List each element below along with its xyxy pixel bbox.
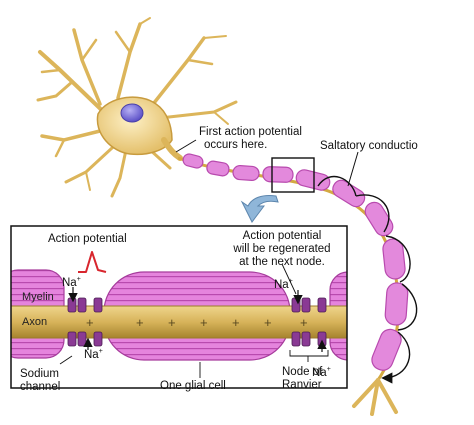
inset-frame	[10, 225, 348, 389]
neuron-nucleus	[120, 103, 144, 123]
svg-text:+: +	[86, 315, 94, 330]
myelin-label: Myelin	[22, 291, 54, 303]
glial-cell-label: One glial cell	[160, 380, 226, 392]
svg-text:+: +	[168, 315, 176, 330]
regen-label-line2: will be regenerated	[233, 243, 331, 255]
na-ion-label-left-bottom: Na+	[84, 348, 103, 361]
svg-text:+: +	[136, 315, 144, 330]
svg-text:+: +	[200, 315, 208, 330]
svg-text:+: +	[264, 315, 272, 330]
axon-terminal	[352, 378, 398, 416]
na-ion-label-right-top: Na+	[274, 278, 293, 291]
svg-text:+: +	[232, 315, 240, 330]
saltatory-label: Saltatory conductio	[320, 140, 418, 152]
na-ion-label-right-bottom: Na+	[312, 366, 331, 379]
node-of-ranvier-label-line2: Ranvier	[282, 379, 322, 391]
svg-text:+: +	[300, 315, 308, 330]
saltatory-arcs	[317, 175, 418, 384]
inset-content: + + + + + + +	[11, 269, 347, 361]
inset-axon	[11, 306, 347, 338]
zoom-region-box	[271, 157, 315, 193]
neuron-dendrites	[36, 17, 238, 198]
neuron-cell-body	[96, 96, 173, 156]
first-ap-leader	[175, 139, 197, 153]
sodium-channel-label-line2: channel	[20, 381, 61, 393]
sodium-channel-label-line1: Sodium	[20, 368, 59, 380]
regen-label-line3: at the next node.	[239, 256, 325, 268]
inset-leaders	[59, 263, 329, 378]
inset-plus-signs: + + + + + + +	[86, 315, 308, 330]
saltatory-leader	[347, 151, 359, 187]
action-potential-label: Action potential	[48, 233, 127, 245]
axon-hillock	[161, 137, 183, 161]
first-ap-label-line2: occurs here.	[204, 139, 268, 151]
sodium-flow-arrows	[68, 287, 327, 352]
regen-label-line1: Action potential	[242, 230, 322, 242]
action-potential-spike	[78, 251, 107, 273]
first-ap-label-line1: First action potential	[199, 126, 302, 138]
node-of-ranvier-label-line1: Node of	[282, 366, 323, 378]
zoom-arrow	[240, 195, 279, 223]
na-ion-label-left-top: Na+	[62, 276, 81, 289]
axon-label: Axon	[22, 316, 48, 328]
